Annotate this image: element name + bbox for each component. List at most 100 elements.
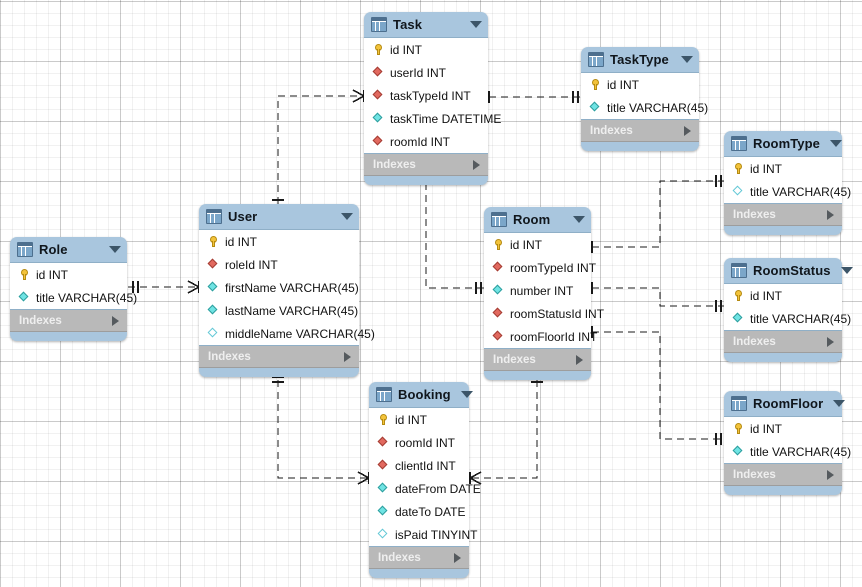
- expand-arrow-icon[interactable]: [827, 209, 834, 220]
- column-row[interactable]: id INT: [369, 408, 469, 431]
- column-row[interactable]: id INT: [724, 157, 842, 180]
- table-header-booking[interactable]: Booking: [369, 382, 473, 407]
- table-header-task[interactable]: Task: [364, 12, 488, 37]
- indexes-section-roomtype[interactable]: Indexes: [724, 204, 842, 226]
- column-row[interactable]: userId INT: [364, 61, 488, 84]
- table-icon: [731, 263, 747, 278]
- chevron-down-icon[interactable]: [840, 267, 853, 274]
- table-header-role[interactable]: Role: [10, 237, 127, 262]
- indexes-section-task[interactable]: Indexes: [364, 154, 488, 176]
- table-header-roomtype[interactable]: RoomType: [724, 131, 843, 156]
- table-header-room[interactable]: Room: [484, 207, 591, 232]
- column-name: title VARCHAR(45): [750, 184, 852, 199]
- column-name: roomFloorId INT: [510, 329, 598, 344]
- column-row[interactable]: firstName VARCHAR(45): [199, 276, 359, 299]
- chevron-down-icon[interactable]: [833, 400, 846, 407]
- table-header-user[interactable]: User: [199, 204, 359, 229]
- column-name: taskTime DATETIME: [390, 111, 502, 126]
- column-name: id INT: [750, 161, 783, 176]
- column-row[interactable]: id INT: [10, 263, 127, 286]
- column-row[interactable]: roomId INT: [369, 431, 469, 454]
- column-row[interactable]: title VARCHAR(45): [724, 440, 851, 463]
- column-row[interactable]: title VARCHAR(45): [10, 286, 137, 309]
- column-row[interactable]: number INT: [484, 279, 591, 302]
- table-name: RoomType: [753, 136, 821, 151]
- column-row[interactable]: id INT: [724, 417, 842, 440]
- expand-arrow-icon[interactable]: [344, 351, 351, 362]
- table-header-roomstatus[interactable]: RoomStatus: [724, 258, 853, 283]
- column-row[interactable]: dateTo DATE: [369, 500, 469, 523]
- chevron-down-icon[interactable]: [681, 56, 693, 63]
- column-row[interactable]: title VARCHAR(45): [581, 96, 708, 119]
- primary-key-icon: [493, 239, 504, 250]
- column-row[interactable]: taskTime DATETIME: [364, 107, 501, 130]
- column-row[interactable]: dateFrom DATE: [369, 477, 481, 500]
- column-list: id INT roleId INT firstName VARCHAR(45)las…: [199, 229, 375, 346]
- indexes-section-room[interactable]: Indexes: [484, 349, 591, 371]
- expand-arrow-icon[interactable]: [576, 354, 583, 365]
- column-row[interactable]: id INT: [199, 230, 359, 253]
- expand-arrow-icon[interactable]: [827, 336, 834, 347]
- column-name: isPaid TINYINT: [395, 527, 478, 542]
- column-row[interactable]: lastName VARCHAR(45): [199, 299, 359, 322]
- table-booking[interactable]: Booking id INT roomId INT clientId INT dateF…: [369, 382, 481, 578]
- chevron-down-icon[interactable]: [573, 216, 585, 223]
- table-roomtype[interactable]: RoomType id INT title VARCHAR(45) Indexes: [724, 131, 851, 235]
- chevron-down-icon[interactable]: [470, 21, 482, 28]
- table-icon: [371, 17, 387, 32]
- indexes-section-tasktype[interactable]: Indexes: [581, 120, 699, 142]
- foreign-key-icon: [492, 307, 504, 319]
- column-name: dateFrom DATE: [395, 481, 481, 496]
- column-row[interactable]: id INT: [484, 233, 591, 256]
- column-icon: [492, 284, 504, 296]
- expand-arrow-icon[interactable]: [827, 469, 834, 480]
- table-header-tasktype[interactable]: TaskType: [581, 47, 699, 72]
- indexes-section-roomstatus[interactable]: Indexes: [724, 331, 842, 353]
- column-row[interactable]: isPaid TINYINT: [369, 523, 477, 546]
- column-row[interactable]: id INT: [581, 73, 699, 96]
- expand-arrow-icon[interactable]: [112, 315, 119, 326]
- expand-arrow-icon[interactable]: [454, 552, 461, 563]
- table-header-roomfloor[interactable]: RoomFloor: [724, 391, 846, 416]
- column-name: number INT: [510, 283, 574, 298]
- column-row[interactable]: roomStatusId INT: [484, 302, 604, 325]
- column-row[interactable]: roomTypeId INT: [484, 256, 596, 279]
- column-icon: [18, 291, 30, 303]
- column-name: id INT: [395, 412, 428, 427]
- chevron-down-icon[interactable]: [341, 213, 353, 220]
- column-row[interactable]: id INT: [724, 284, 842, 307]
- column-name: roleId INT: [225, 257, 278, 272]
- indexes-section-user[interactable]: Indexes: [199, 346, 359, 368]
- indexes-section-roomfloor[interactable]: Indexes: [724, 464, 842, 486]
- indexes-section-booking[interactable]: Indexes: [369, 547, 469, 569]
- nullable-column-icon: [207, 327, 219, 339]
- column-row[interactable]: clientId INT: [369, 454, 469, 477]
- chevron-down-icon[interactable]: [109, 246, 121, 253]
- connector-room-booking: [470, 380, 538, 479]
- column-row[interactable]: middleName VARCHAR(45): [199, 322, 375, 345]
- column-name: userId INT: [390, 65, 447, 80]
- column-row[interactable]: roomFloorId INT: [484, 325, 597, 348]
- column-row[interactable]: title VARCHAR(45): [724, 180, 851, 203]
- chevron-down-icon[interactable]: [830, 140, 843, 147]
- chevron-down-icon[interactable]: [460, 391, 473, 398]
- indexes-section-role[interactable]: Indexes: [10, 310, 127, 332]
- column-row[interactable]: roomId INT: [364, 130, 488, 153]
- expand-arrow-icon[interactable]: [684, 125, 691, 136]
- column-name: roomId INT: [395, 435, 456, 450]
- column-row[interactable]: id INT: [364, 38, 488, 61]
- column-row[interactable]: taskTypeId INT: [364, 84, 488, 107]
- table-name: TaskType: [610, 52, 669, 67]
- column-row[interactable]: title VARCHAR(45): [724, 307, 851, 330]
- column-row[interactable]: roleId INT: [199, 253, 359, 276]
- expand-arrow-icon[interactable]: [473, 159, 480, 170]
